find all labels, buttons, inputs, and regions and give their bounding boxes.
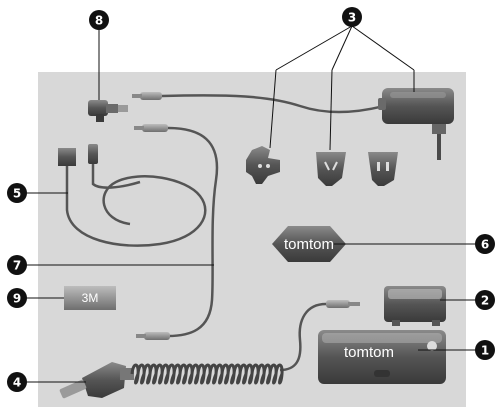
callout-9-number: 9 [13,292,21,306]
tape-label: 3M [82,291,99,305]
windscreen-holder: tomtom [318,330,446,384]
mount-bracket [384,286,446,326]
callout-7-number: 7 [13,259,21,273]
callout-1-number: 1 [481,344,489,358]
callout-8: 8 [89,10,109,30]
callout-2-number: 2 [481,294,489,308]
callout-5: 5 [7,183,27,203]
callout-3-number: 3 [348,11,356,25]
3m-adhesive-tape: 3M [64,286,116,310]
pad-brand-label: tomtom [284,236,334,253]
callout-4-number: 4 [13,376,21,390]
callout-5-number: 5 [13,187,21,201]
callout-8-number: 8 [95,14,103,28]
callout-2: 2 [475,290,495,310]
callout-3: 3 [342,7,362,27]
callout-9: 9 [7,288,27,308]
holder-brand-label: tomtom [344,344,394,361]
callout-6: 6 [475,234,495,254]
callout-1: 1 [475,340,495,360]
callout-7: 7 [7,255,27,275]
callout-4: 4 [7,372,27,392]
callout-6-number: 6 [481,238,489,252]
